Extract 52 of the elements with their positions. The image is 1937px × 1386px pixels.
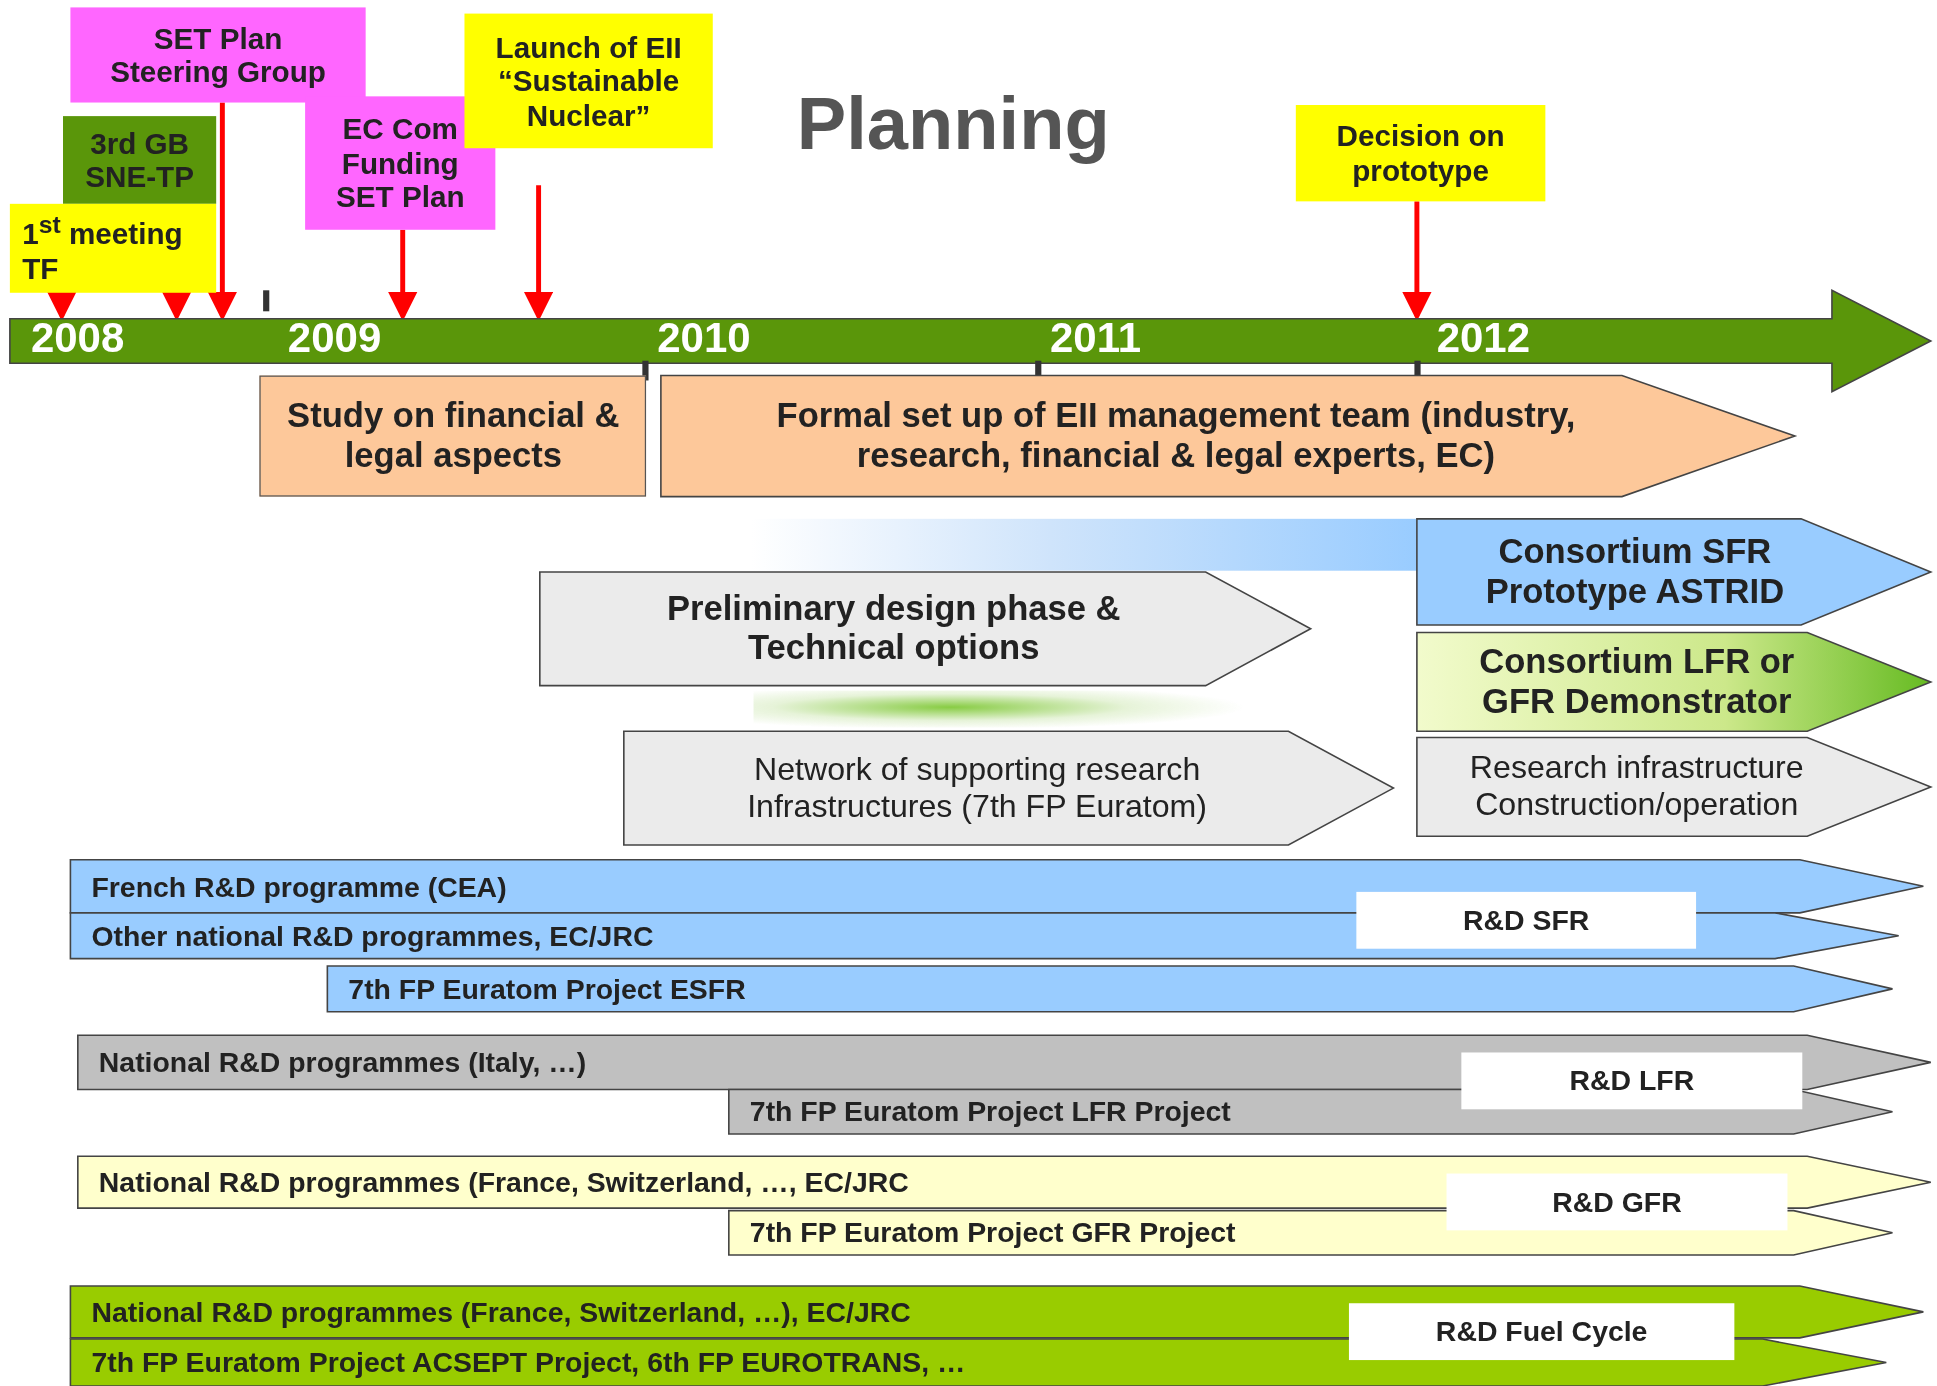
phase-box bbox=[259, 375, 647, 497]
node-text: R&D SFR bbox=[1462, 903, 1591, 937]
node-text: National R&D programmes (France, Switzerland, …, EC/JRC bbox=[98, 1165, 909, 1199]
node-text: Formal set up of EII management team (industry, research, financial & legal experts, EC) bbox=[775, 396, 1577, 476]
node-text: 7th FP Euratom Project ESFR bbox=[348, 972, 746, 1006]
node-text: 7th FP Euratom Project GFR Project bbox=[749, 1216, 1236, 1250]
milestone-box bbox=[464, 13, 713, 149]
year-label: 2011 bbox=[1050, 313, 1142, 363]
programme-bar bbox=[327, 966, 1893, 1012]
node-text: 3rd GB SNE-TP bbox=[84, 125, 195, 195]
node-text: 7th FP Euratom Project ACSEPT Project, 6th FP EUROTRANS, … bbox=[91, 1346, 966, 1379]
node-text: Consortium LFR or GFR Demonstrator bbox=[1478, 642, 1796, 722]
milestone-box bbox=[9, 203, 217, 293]
title: Planning bbox=[796, 81, 1110, 167]
year-label: 2008 bbox=[30, 313, 125, 363]
node-text: Launch of EII “Sustainable Nuclear” bbox=[494, 29, 683, 133]
year-label: 2010 bbox=[657, 313, 751, 363]
node-text: Research infrastructure Construction/operation bbox=[1468, 749, 1805, 824]
phase-bar bbox=[623, 731, 1394, 845]
milestone-box bbox=[63, 116, 217, 204]
milestone-box bbox=[1295, 105, 1546, 202]
node-text: Preliminary design phase & Technical options bbox=[665, 589, 1122, 669]
label-box bbox=[1356, 891, 1697, 949]
milestone-box bbox=[305, 96, 496, 230]
milestone-box bbox=[70, 7, 366, 103]
node-text: 7th FP Euratom Project LFR Project bbox=[749, 1095, 1231, 1129]
label-box bbox=[1461, 1052, 1803, 1110]
phase-bar bbox=[1416, 518, 1931, 626]
node-text: R&D LFR bbox=[1568, 1064, 1696, 1098]
node-text: Decision on prototype bbox=[1335, 119, 1506, 188]
node-text: French R&D programme (CEA) bbox=[91, 870, 507, 903]
year-label: 2009 bbox=[287, 313, 382, 363]
phase-bar bbox=[1416, 737, 1931, 837]
node-text: EC Com Funding SET Plan bbox=[335, 111, 466, 215]
label-box bbox=[1446, 1173, 1788, 1231]
year-label: 2012 bbox=[1436, 313, 1531, 363]
node-text: Study on financial & legal aspects bbox=[286, 396, 621, 476]
node-text: SET Plan Steering Group bbox=[109, 20, 327, 90]
node-text: National R&D programmes (France, Switzerland, …), EC/JRC bbox=[91, 1295, 911, 1329]
programme-bar bbox=[70, 859, 1924, 913]
phase-bar bbox=[1416, 632, 1931, 732]
phase-bar bbox=[660, 375, 1795, 497]
label-box bbox=[1348, 1303, 1735, 1361]
phase-bar bbox=[539, 571, 1311, 686]
node-text: Network of supporting research Infrastructures (7th FP Euratom) bbox=[746, 751, 1209, 826]
node-text: National R&D programmes (Italy, …) bbox=[98, 1046, 587, 1079]
node-text: 1$^{st}$ meeting TF bbox=[22, 211, 184, 286]
node-text: Consortium SFR Prototype ASTRID bbox=[1484, 532, 1786, 612]
node-text: R&D GFR bbox=[1551, 1185, 1683, 1219]
timeline-arrow bbox=[9, 290, 1931, 392]
node-text: Other national R&D programmes, EC/JRC bbox=[91, 919, 654, 953]
node-text: R&D Fuel Cycle bbox=[1434, 1315, 1649, 1348]
